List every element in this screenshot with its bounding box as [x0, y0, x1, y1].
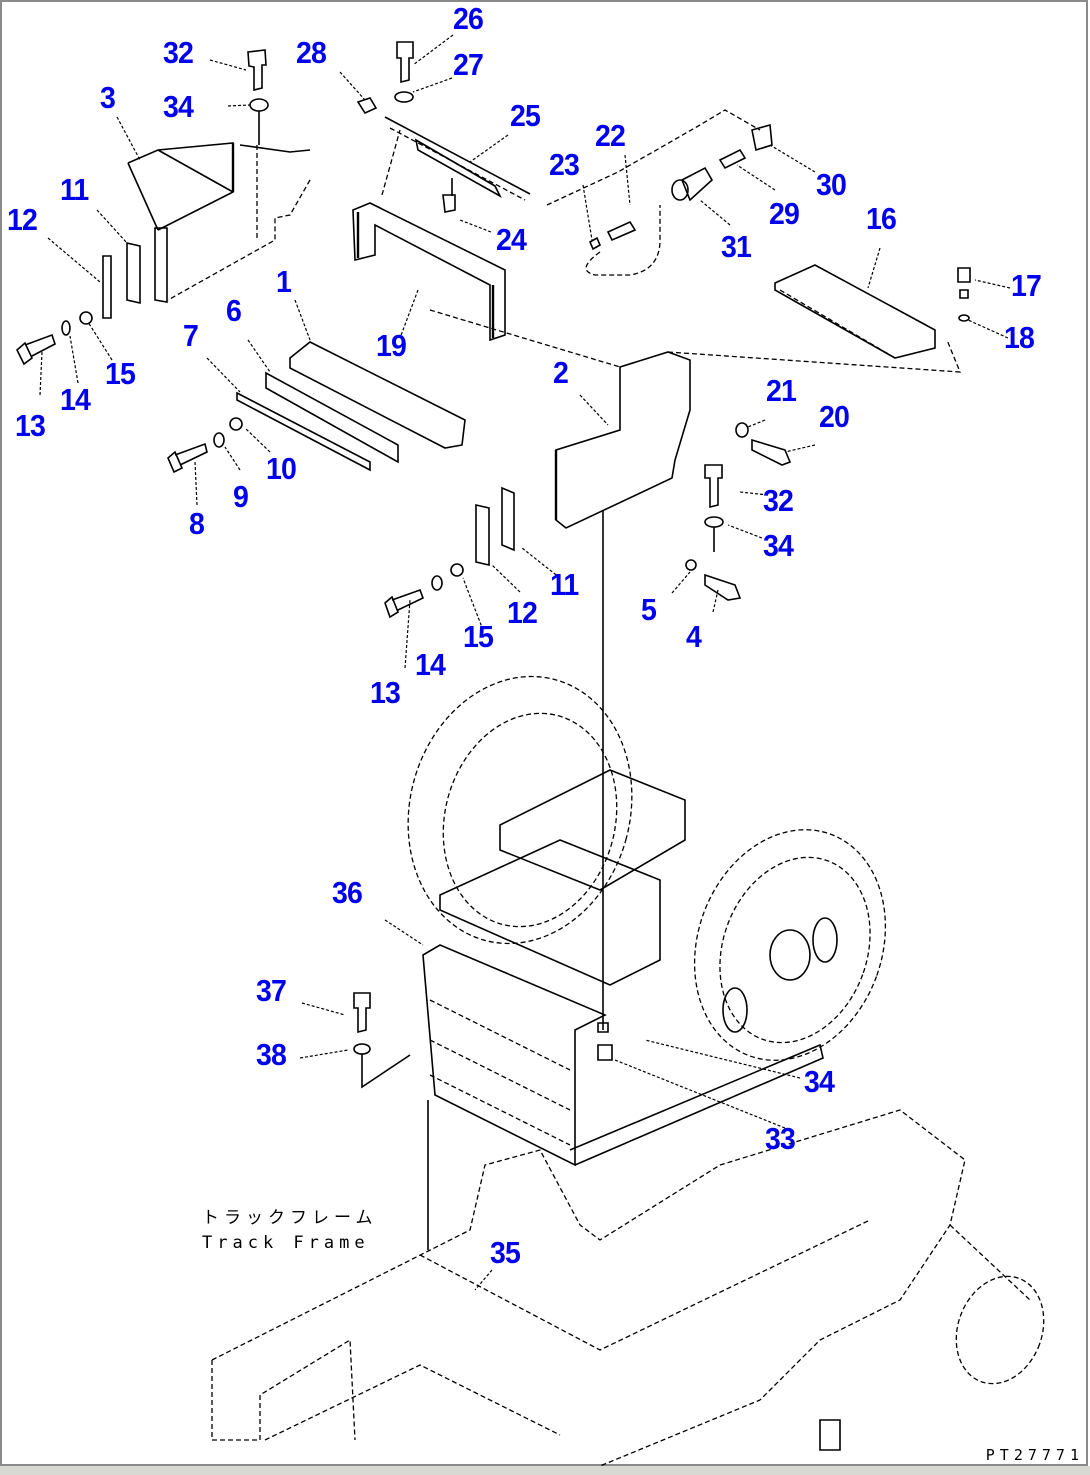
- callout-3[interactable]: 3: [100, 80, 116, 115]
- track-frame-label-jp: トラックフレーム: [202, 1208, 378, 1228]
- callout-31[interactable]: 31: [721, 229, 752, 264]
- bolts-8-9-10: [167, 417, 243, 474]
- callout-1[interactable]: 1: [276, 264, 292, 299]
- parts-17-18: [957, 267, 971, 322]
- callout-11[interactable]: 11: [60, 172, 89, 207]
- track-frame-label-en: Track Frame: [202, 1233, 370, 1253]
- callout-37[interactable]: 37: [256, 973, 287, 1008]
- part-26-27-bolt-washer: [394, 41, 414, 103]
- callout-19[interactable]: 19: [376, 328, 407, 363]
- crusher-flywheels: [407, 675, 887, 1061]
- part-11-12-plates-left: [102, 241, 141, 319]
- callout-34[interactable]: 34: [804, 1064, 835, 1099]
- callout-2[interactable]: 2: [553, 355, 569, 390]
- part-2-bracket: [429, 309, 961, 529]
- bolts-4-5: [685, 559, 742, 601]
- callout-38[interactable]: 38: [256, 1037, 287, 1072]
- parts-33-34-bottom: [569, 1022, 824, 1166]
- callout-30[interactable]: 30: [816, 167, 847, 202]
- callout-14[interactable]: 14: [60, 382, 91, 417]
- part-25-bracket: [384, 116, 531, 201]
- callout-22[interactable]: 22: [595, 118, 626, 153]
- callout-11[interactable]: 11: [550, 567, 579, 602]
- callout-35[interactable]: 35: [490, 1235, 521, 1270]
- bolt-37-washer-38: [353, 992, 411, 1089]
- part-36-hopper: [422, 944, 607, 1167]
- callout-36[interactable]: 36: [332, 875, 363, 910]
- callout-34[interactable]: 34: [763, 528, 794, 563]
- callout-5[interactable]: 5: [641, 592, 657, 627]
- callout-32[interactable]: 32: [763, 483, 794, 518]
- callout-27[interactable]: 27: [453, 47, 484, 82]
- callout-15[interactable]: 15: [105, 356, 136, 391]
- part-19-frame-bar: [352, 129, 506, 342]
- callout-13[interactable]: 13: [15, 408, 46, 443]
- part-28-pin: [356, 97, 378, 115]
- callout-12[interactable]: 12: [7, 202, 38, 237]
- parts-29-30-31: [671, 123, 773, 202]
- callout-28[interactable]: 28: [296, 35, 327, 70]
- bolts-13-14-15-left: [16, 311, 93, 366]
- drawing-code: PT27771: [985, 1446, 1084, 1464]
- leader-lines: [39, 34, 1011, 1291]
- callout-32[interactable]: 32: [163, 35, 194, 70]
- callout-16[interactable]: 16: [866, 201, 897, 236]
- bolt-32-washer-34-top: [247, 49, 269, 145]
- callout-18[interactable]: 18: [1004, 320, 1035, 355]
- callout-6[interactable]: 6: [226, 293, 242, 328]
- callout-7[interactable]: 7: [183, 318, 199, 353]
- parts-11-12-13-14-15-mid: [384, 486, 515, 619]
- callout-10[interactable]: 10: [266, 451, 297, 486]
- callout-4[interactable]: 4: [686, 619, 702, 654]
- callout-25[interactable]: 25: [510, 98, 541, 133]
- callout-21[interactable]: 21: [766, 373, 797, 408]
- callout-26[interactable]: 26: [453, 1, 484, 36]
- bolt-32-washer-34-right: [704, 464, 724, 552]
- callout-20[interactable]: 20: [819, 399, 850, 434]
- hose-assembly-22-23: [546, 109, 761, 276]
- part-3-cover: [127, 142, 311, 303]
- track-frame: [211, 1100, 1045, 1466]
- callout-12[interactable]: 12: [507, 595, 538, 630]
- callout-8[interactable]: 8: [189, 506, 205, 541]
- crusher-jaw-body: [439, 769, 686, 986]
- callout-9[interactable]: 9: [233, 479, 249, 514]
- part-24-fitting: [442, 194, 456, 213]
- callout-29[interactable]: 29: [769, 196, 800, 231]
- callout-15[interactable]: 15: [463, 619, 494, 654]
- callout-23[interactable]: 23: [549, 147, 580, 182]
- callout-17[interactable]: 17: [1011, 268, 1042, 303]
- bolts-20-21: [735, 422, 792, 466]
- part-16-plate: [774, 264, 936, 359]
- parts-1-6-7: [236, 341, 466, 472]
- bottom-scroll-bar: [0, 1466, 1090, 1475]
- callout-14[interactable]: 14: [415, 647, 446, 682]
- callout-33[interactable]: 33: [765, 1121, 796, 1156]
- callout-13[interactable]: 13: [370, 675, 401, 710]
- callout-34[interactable]: 34: [163, 89, 194, 124]
- callout-24[interactable]: 24: [496, 222, 527, 257]
